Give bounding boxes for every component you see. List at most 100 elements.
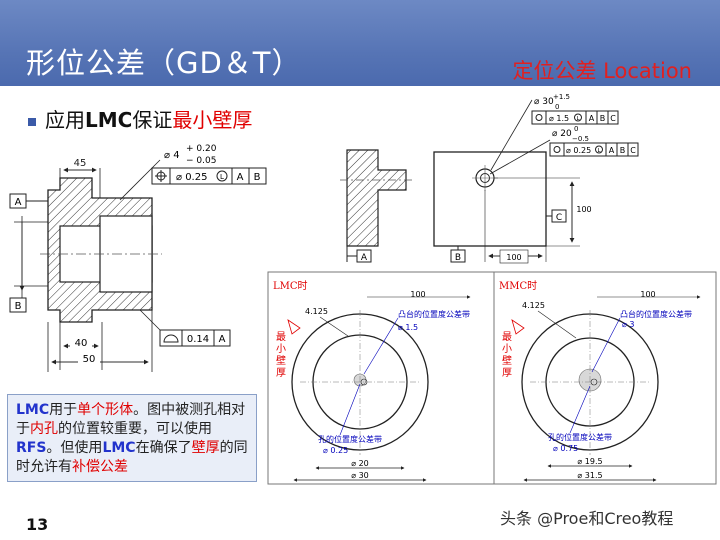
slide-subtitle: 定位公差 Location — [512, 59, 693, 83]
fcf-modifier: L — [220, 173, 224, 181]
fcf-datum: A — [609, 146, 615, 155]
mmc-dim-outer: ⌀ 31.5 — [577, 471, 602, 480]
mmc-hole-zone-val: ⌀ 0.75 — [553, 444, 578, 453]
right-fcf-1: ⌀ 1.5 L A B C — [531, 110, 619, 125]
note-text: 用于 — [49, 402, 78, 418]
note-text: LMC — [102, 440, 136, 456]
dim-40: 40 — [75, 338, 88, 349]
bullet-bold: LMC — [85, 108, 133, 132]
bullet-highlight: 最小壁厚 — [172, 108, 253, 132]
lmc-boss-zone-val: ⌀ 1.5 — [398, 323, 418, 332]
profile-datum: A — [219, 334, 226, 345]
watermark: 头条 @Proe和Creo教程 — [500, 509, 674, 528]
arrow-icon — [287, 319, 301, 335]
mmc-dim-100: 100 — [640, 290, 655, 299]
profile-value: 0.14 — [187, 334, 209, 345]
datum-b-label: B — [15, 301, 22, 312]
mmc-panel: MMC时 最 小 壁 厚 100 4.125 凸台的位置度公差带 ⌀ 3 孔的位… — [499, 280, 701, 482]
right-fcf-2: ⌀ 0.25 L A B C — [549, 142, 639, 157]
bullet-mid: 保证 — [132, 108, 173, 132]
note-text: 。但使用 — [46, 440, 103, 456]
right-datum-a: A — [361, 253, 368, 263]
fcf-value: ⌀ 0.25 — [176, 172, 207, 183]
note-text: 壁厚 — [191, 440, 220, 456]
lmc-hole-zone-val: ⌀ 0.25 — [323, 446, 348, 455]
lmc-label: LMC时 — [273, 280, 308, 292]
right-dim-100-v: 100 — [576, 205, 591, 214]
fcf-datum: B — [620, 146, 626, 155]
note-text: 单个形体 — [77, 402, 134, 418]
feature-control-frame: ⌀ 0.25 L A B — [151, 167, 267, 185]
lmc-wall-2: 小 — [276, 343, 286, 355]
dim-50: 50 — [83, 354, 96, 365]
mmc-wall-3: 壁 — [502, 354, 512, 367]
bullet-prefix: 应用 — [45, 108, 85, 132]
fcf-value: ⌀ 0.25 — [566, 146, 591, 155]
header-divider — [0, 86, 720, 98]
lmc-wall-3: 壁 — [276, 354, 286, 367]
slide-header — [0, 0, 720, 98]
right-hole-dia: ⌀ 30 — [534, 97, 554, 107]
zone-panels-frame — [267, 271, 717, 485]
right-part-drawing: A ⌀ 30 +1.5 0 ⌀ 1.5 L A B C ⌀ 20 0 −0.5 — [340, 93, 639, 264]
lmc-dim-inner: ⌀ 20 — [351, 459, 369, 468]
note-text: 内孔 — [30, 421, 58, 437]
profile-control-frame: 0.14 A — [159, 329, 231, 347]
fcf-datum: A — [237, 172, 244, 183]
right-hole-tol-minus: 0 — [555, 103, 559, 111]
dim-45: 45 — [74, 158, 87, 169]
hole-tol-minus: − 0.05 — [186, 156, 216, 166]
arrow-icon — [511, 319, 525, 335]
mmc-label: MMC时 — [499, 280, 537, 292]
profile-icon — [163, 334, 179, 343]
fcf-datum: B — [600, 114, 606, 123]
hole-tol-plus: + 0.20 — [186, 144, 217, 154]
right-datum-b: B — [455, 253, 461, 263]
position-icon — [553, 146, 561, 153]
note-text: 的同时允许有 — [16, 440, 248, 475]
lmc-panel: LMC时 最 小 壁 厚 100 4.125 凸台的位置度公差带 ⌀ 1.5 孔… — [273, 280, 471, 482]
right-dim-100-h: 100 — [506, 253, 521, 262]
page-number: 13 — [26, 515, 49, 534]
mmc-boss-zone: 凸台的位置度公差带 — [620, 309, 692, 319]
right-boss-tol-minus: −0.5 — [572, 135, 589, 143]
mmc-wall-2: 小 — [502, 343, 512, 355]
right-boss-dia: ⌀ 20 — [552, 129, 572, 139]
fcf-modifier: L — [576, 116, 580, 122]
note-text: 在确保了 — [135, 440, 192, 456]
right-datum-c: C — [556, 213, 562, 223]
fcf-modifier: L — [597, 148, 601, 154]
fcf-datum: A — [589, 114, 595, 123]
lmc-wall-1: 最 — [276, 331, 286, 343]
lmc-dim-100: 100 — [410, 290, 425, 299]
mmc-hole-zone: 孔的位置度公差带 — [548, 432, 612, 442]
right-boss-tol-plus: 0 — [574, 125, 578, 133]
mmc-boss-zone-val: ⌀ 3 — [622, 320, 634, 329]
right-hole-tol-plus: +1.5 — [553, 93, 570, 101]
lmc-dim-4125: 4.125 — [305, 307, 328, 316]
bullet-square-icon — [28, 117, 36, 126]
lmc-boss-zone: 凸台的位置度公差带 — [398, 309, 470, 319]
mmc-dim-4125: 4.125 — [522, 301, 545, 310]
fcf-datum: B — [254, 172, 261, 183]
fcf-value: ⌀ 1.5 — [549, 114, 569, 123]
note-text: RFS — [16, 440, 47, 456]
lmc-dim-outer: ⌀ 30 — [351, 471, 369, 480]
datum-a-label: A — [15, 197, 22, 208]
note-text: 。图中被测孔相对于 — [16, 402, 246, 437]
lmc-wall-4: 厚 — [276, 367, 286, 379]
mmc-wall-4: 厚 — [502, 367, 512, 379]
note-box: LMC用于单个形体。图中被测孔相对于内孔的位置较重要，可以使用RFS。但使用LM… — [7, 394, 257, 482]
left-part-drawing: 45 A B ⌀ 4 + 0.20 − 0.05 ⌀ 0.25 L A B — [9, 144, 267, 372]
note-text: 补偿公差 — [72, 459, 128, 475]
fcf-datum: C — [630, 146, 636, 155]
bullet-point: 应用LMC保证最小壁厚 — [28, 104, 252, 133]
mmc-wall-1: 最 — [502, 331, 512, 343]
hole-diameter: ⌀ 4 — [164, 150, 180, 161]
slide-title: 形位公差（GD＆T） — [26, 46, 302, 80]
note-text: LMC — [16, 402, 50, 418]
note-text: 的位置较重要，可以使用 — [58, 421, 212, 437]
fcf-datum: C — [610, 114, 616, 123]
mmc-dim-inner: ⌀ 19.5 — [577, 457, 602, 466]
